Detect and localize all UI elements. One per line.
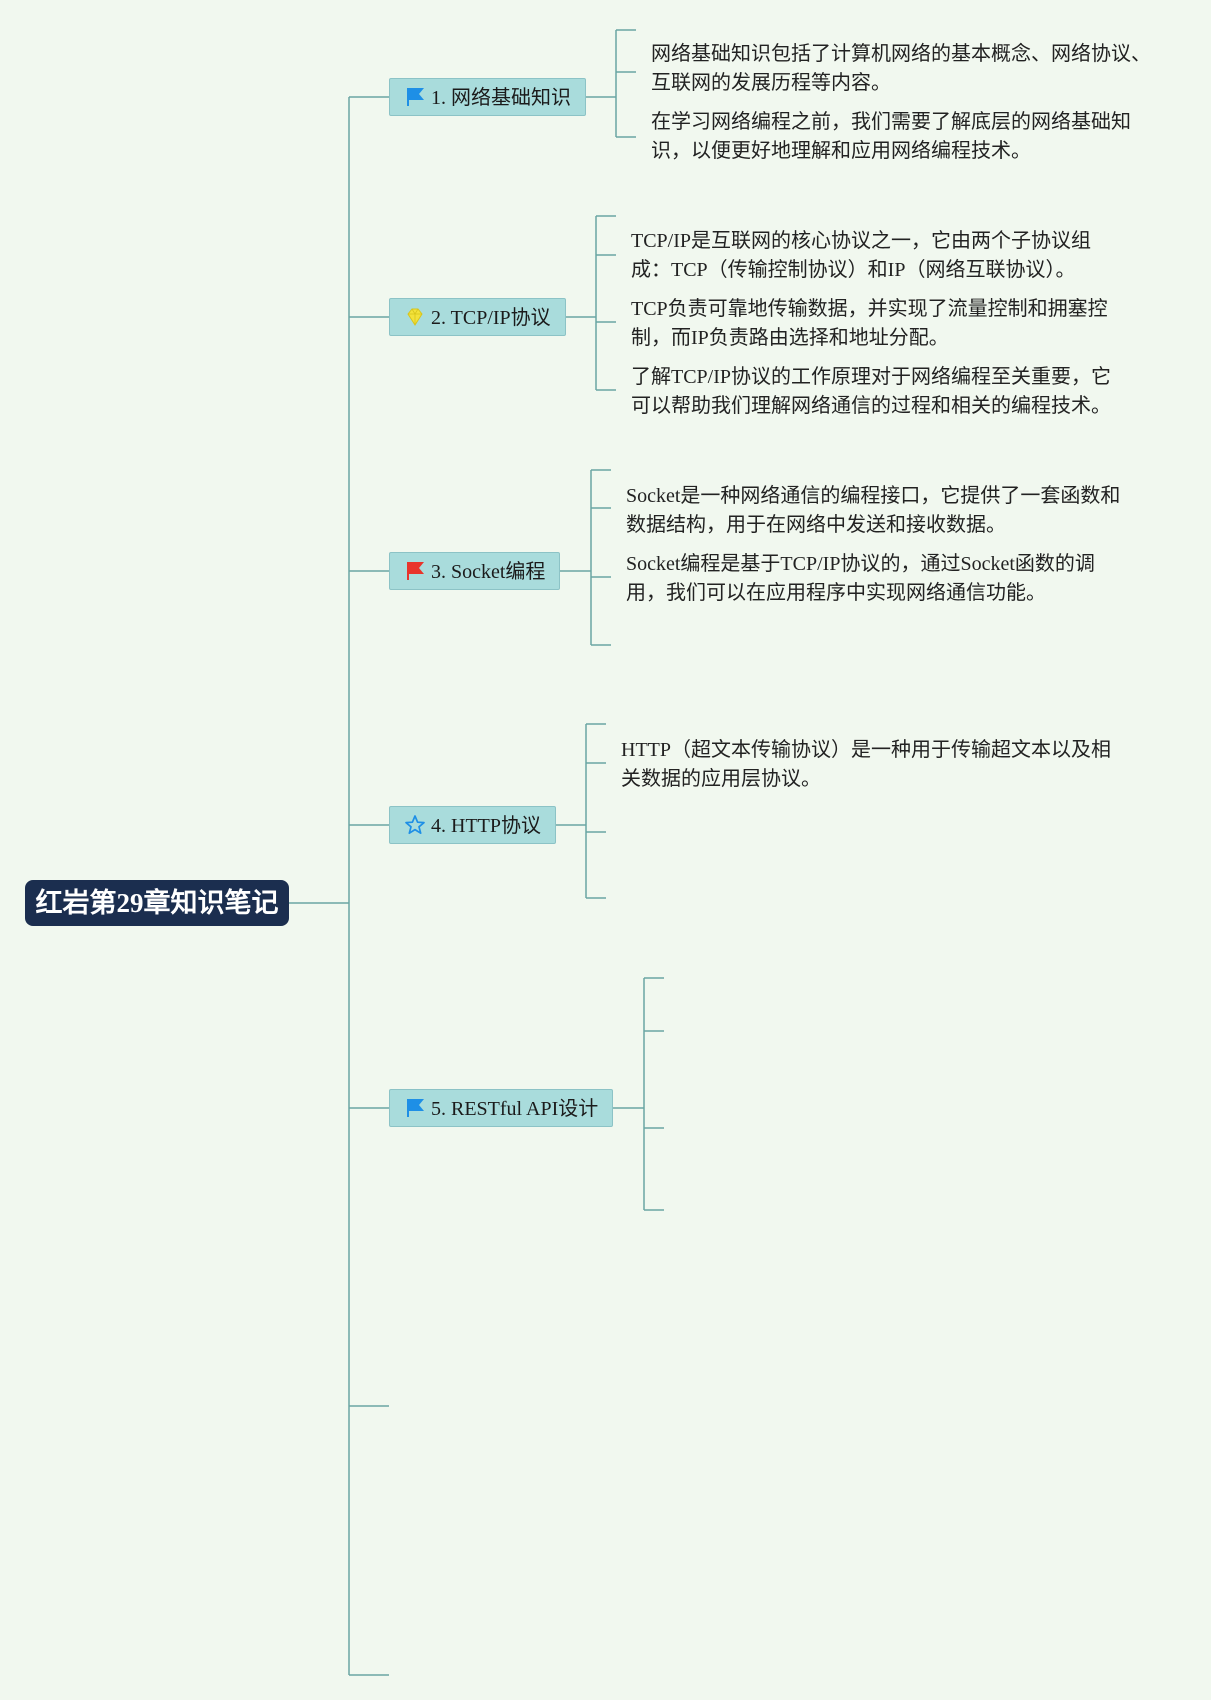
topic-label: 5. RESTful API设计 bbox=[431, 1098, 599, 1120]
note-socket-2: Socket编程是基于TCP/IP协议的，通过Socket函数的调用，我们可以在… bbox=[626, 553, 1095, 604]
topic-tcp-ip[interactable]: 2. TCP/IP协议 bbox=[389, 298, 566, 336]
note-tcp-ip-1: TCP/IP是互联网的核心协议之一，它由两个子协议组成：TCP（传输控制协议）和… bbox=[631, 230, 1092, 281]
blue-flag-icon bbox=[404, 1097, 426, 1119]
yellow-diamond-icon bbox=[404, 306, 426, 328]
note-socket-1: Socket是一种网络通信的编程接口，它提供了一套函数和数据结构，用于在网络中发… bbox=[626, 485, 1121, 536]
blue-flag-icon bbox=[404, 86, 426, 108]
topic-label: 2. TCP/IP协议 bbox=[431, 307, 551, 329]
topic-restful-api[interactable]: 5. RESTful API设计 bbox=[389, 1089, 614, 1127]
note-tcp-ip-3: 了解TCP/IP协议的工作原理对于网络编程至关重要，它可以帮助我们理解网络通信的… bbox=[631, 366, 1112, 417]
topic-label: 3. Socket编程 bbox=[431, 561, 546, 583]
topic-socket[interactable]: 3. Socket编程 bbox=[389, 552, 561, 590]
topic-label: 1. 网络基础知识 bbox=[431, 87, 571, 109]
topic-label: 4. HTTP协议 bbox=[431, 815, 541, 837]
root-node[interactable]: 红岩第29章知识笔记 bbox=[25, 880, 289, 926]
note-tcp-ip-2: TCP负责可靠地传输数据，并实现了流量控制和拥塞控制，而IP负责路由选择和地址分… bbox=[631, 298, 1108, 349]
red-flag-icon bbox=[404, 560, 426, 582]
root-label: 红岩第29章知识笔记 bbox=[35, 888, 279, 918]
topic-network-basics[interactable]: 1. 网络基础知识 bbox=[389, 78, 586, 116]
blue-star-icon bbox=[404, 814, 426, 836]
note-network-basics-1: 网络基础知识包括了计算机网络的基本概念、网络协议、互联网的发展历程等内容。 bbox=[651, 43, 1151, 94]
note-http-1: HTTP（超文本传输协议）是一种用于传输超文本以及相关数据的应用层协议。 bbox=[621, 739, 1111, 790]
topic-http[interactable]: 4. HTTP协议 bbox=[389, 806, 556, 844]
note-network-basics-2: 在学习网络编程之前，我们需要了解底层的网络基础知识，以便更好地理解和应用网络编程… bbox=[651, 111, 1131, 162]
